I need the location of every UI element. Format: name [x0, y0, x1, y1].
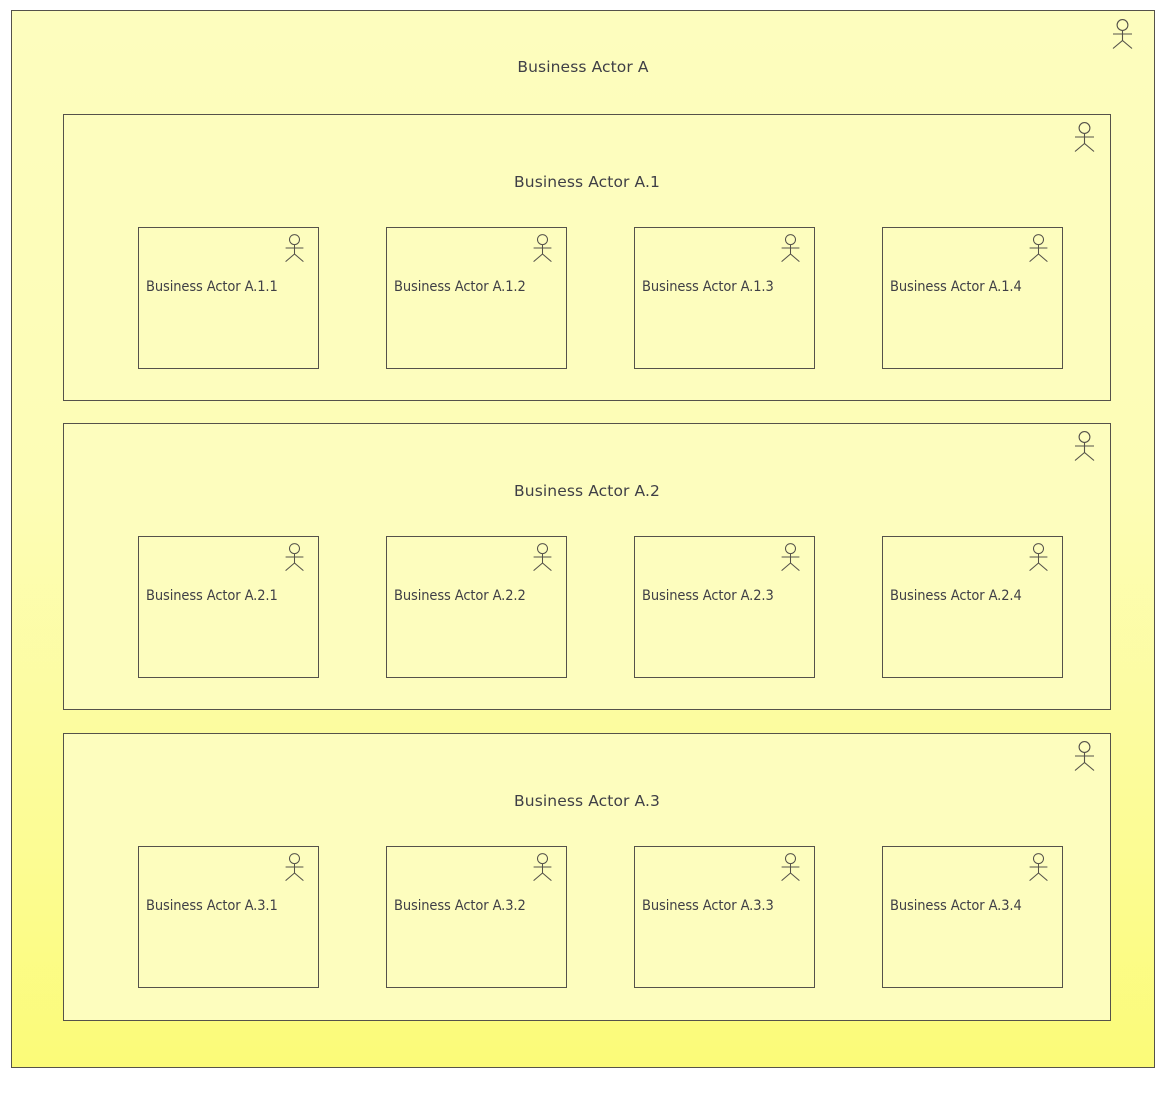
business-actor-node[interactable]: Business Actor A.1.4 — [882, 227, 1063, 369]
business-actor-label: Business Actor A.1.4 — [890, 279, 1022, 295]
business-actor-icon — [1074, 431, 1095, 461]
business-actor-label: Business Actor A.3.4 — [890, 898, 1022, 914]
business-actor-node[interactable]: Business Actor A.1.3 — [634, 227, 815, 369]
business-actor-icon — [285, 853, 304, 881]
business-actor-a-container[interactable]: Business Actor A Business Actor A.1 — [11, 10, 1155, 1068]
business-actor-node[interactable]: Business Actor A.3.2 — [386, 846, 567, 988]
business-actor-node[interactable]: Business Actor A.1.2 — [386, 227, 567, 369]
business-actor-icon — [1074, 122, 1095, 152]
business-actor-icon — [1112, 19, 1133, 49]
business-actor-icon — [1029, 234, 1048, 262]
business-actor-node[interactable]: Business Actor A.3.4 — [882, 846, 1063, 988]
business-actor-label: Business Actor A.1.2 — [394, 279, 526, 295]
business-actor-icon — [533, 543, 552, 571]
business-actor-label: Business Actor A.2.3 — [642, 588, 774, 604]
business-actor-label: Business Actor A.1.3 — [642, 279, 774, 295]
business-actor-group-a3[interactable]: Business Actor A.3 Business Actor A.3.1 — [63, 733, 1111, 1021]
group-title: Business Actor A.1 — [514, 173, 660, 191]
group-title: Business Actor A.2 — [514, 482, 660, 500]
business-actor-icon — [285, 543, 304, 571]
business-actor-group-a1[interactable]: Business Actor A.1 Business Actor A.1.1 — [63, 114, 1111, 401]
business-actor-node[interactable]: Business Actor A.2.1 — [138, 536, 319, 678]
actor-row: Business Actor A.2.1 Business Actor A.2.… — [64, 536, 1110, 678]
business-actor-node[interactable]: Business Actor A.2.3 — [634, 536, 815, 678]
actor-row: Business Actor A.1.1 Business Actor A.1.… — [64, 227, 1110, 369]
business-actor-icon — [533, 234, 552, 262]
group-title: Business Actor A.3 — [514, 792, 660, 810]
business-actor-icon — [781, 853, 800, 881]
business-actor-icon — [285, 234, 304, 262]
business-actor-label: Business Actor A.3.3 — [642, 898, 774, 914]
business-actor-icon — [533, 853, 552, 881]
business-actor-label: Business Actor A.2.1 — [146, 588, 278, 604]
actor-row: Business Actor A.3.1 Business Actor A.3.… — [64, 846, 1110, 988]
business-actor-icon — [1029, 543, 1048, 571]
business-actor-label: Business Actor A.2.2 — [394, 588, 526, 604]
business-actor-node[interactable]: Business Actor A.2.4 — [882, 536, 1063, 678]
business-actor-icon — [781, 234, 800, 262]
business-actor-label: Business Actor A.3.2 — [394, 898, 526, 914]
business-actor-node[interactable]: Business Actor A.1.1 — [138, 227, 319, 369]
business-actor-label: Business Actor A.3.1 — [146, 898, 278, 914]
business-actor-label: Business Actor A.2.4 — [890, 588, 1022, 604]
business-actor-icon — [1029, 853, 1048, 881]
business-actor-group-a2[interactable]: Business Actor A.2 Business Actor A.2.1 — [63, 423, 1111, 710]
business-actor-node[interactable]: Business Actor A.3.1 — [138, 846, 319, 988]
business-actor-node[interactable]: Business Actor A.3.3 — [634, 846, 815, 988]
business-actor-icon — [781, 543, 800, 571]
business-actor-label: Business Actor A.1.1 — [146, 279, 278, 295]
page-title: Business Actor A — [517, 58, 649, 76]
business-actor-node[interactable]: Business Actor A.2.2 — [386, 536, 567, 678]
business-actor-icon — [1074, 741, 1095, 771]
